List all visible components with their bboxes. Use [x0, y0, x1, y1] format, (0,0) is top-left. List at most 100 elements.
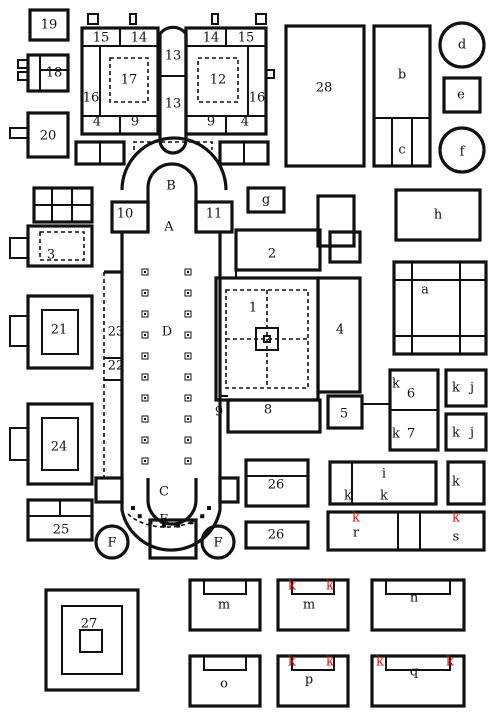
label-n: n — [410, 591, 419, 606]
label-A: A — [163, 220, 174, 235]
label-B: B — [166, 179, 176, 194]
building-f — [438, 126, 486, 174]
label-k-7: k — [392, 427, 400, 442]
building-j-bottom — [444, 412, 488, 452]
building-27 — [44, 588, 140, 692]
label-15-right: 15 — [238, 31, 255, 46]
atrium-arc — [120, 136, 228, 191]
nave-column-core — [144, 376, 146, 378]
church-nave — [103, 232, 222, 552]
label-12: 12 — [210, 73, 227, 88]
label-k-p2: k — [326, 655, 334, 670]
label-c: c — [398, 143, 405, 158]
nave-column-core — [144, 397, 146, 399]
label-q: q — [410, 665, 418, 680]
label-21: 21 — [51, 323, 68, 338]
label-h: h — [434, 208, 443, 223]
building-10 — [110, 200, 150, 234]
building-h — [394, 188, 482, 242]
building-g — [246, 186, 286, 214]
label-27: 27 — [81, 617, 98, 632]
label-m-left: m — [218, 598, 230, 613]
label-k-6: k — [392, 377, 400, 392]
label-f: f — [460, 145, 466, 160]
label-14-right: 14 — [203, 31, 220, 46]
nave-column-core — [187, 313, 189, 315]
building-d — [438, 21, 486, 69]
nave-column-core — [187, 376, 189, 378]
label-k-i1: k — [344, 489, 352, 504]
label-r: r — [353, 526, 360, 541]
label-1: 1 — [249, 301, 257, 316]
nave-column-core — [187, 397, 189, 399]
label-16-left: 16 — [83, 91, 100, 106]
building-8 — [226, 398, 322, 434]
label-j-1: j — [468, 381, 474, 396]
cloister-wing-left — [80, 13, 160, 136]
building-n — [370, 578, 466, 632]
label-14-left: 14 — [131, 31, 148, 46]
tower-f-left — [94, 524, 130, 560]
label-F-left: F — [107, 536, 116, 551]
apse-b — [146, 162, 198, 232]
nave-columns — [130, 268, 212, 528]
building-m-left — [188, 578, 262, 632]
nave-column-core — [144, 439, 146, 441]
label-19: 19 — [41, 18, 58, 33]
chapel-13 — [158, 25, 188, 155]
label-10: 10 — [117, 207, 134, 222]
label-m-right: m — [303, 598, 315, 613]
label-k-m2: k — [326, 579, 334, 594]
label-25: 25 — [53, 523, 70, 538]
label-28: 28 — [316, 81, 333, 96]
label-9: 9 — [215, 405, 223, 420]
nave-column-core — [187, 460, 189, 462]
building-q — [370, 654, 466, 708]
nave-column-core — [144, 418, 146, 420]
label-4: 4 — [336, 323, 344, 338]
apse-column — [161, 523, 166, 528]
nave-column-core — [144, 292, 146, 294]
label-D: D — [162, 325, 172, 340]
label-17: 17 — [121, 73, 138, 88]
building-e-entrance — [148, 518, 198, 560]
nave-column-core — [187, 418, 189, 420]
building-26-top — [244, 458, 310, 508]
label-k-right: k — [452, 475, 460, 490]
nave-column-core — [187, 292, 189, 294]
label-24: 24 — [51, 440, 68, 455]
building-a — [392, 260, 488, 356]
building-4 — [316, 276, 362, 394]
label-o: o — [220, 677, 228, 692]
apse-column — [130, 506, 135, 511]
building-k-right — [446, 460, 486, 506]
label-d: d — [458, 38, 466, 53]
label-k-j1: k — [452, 381, 460, 396]
label-a: a — [421, 283, 429, 298]
label-e: e — [457, 88, 465, 103]
nave-column-core — [144, 271, 146, 273]
label-k-q2: k — [446, 655, 454, 670]
building-b — [372, 24, 432, 168]
label-k-i2: k — [380, 489, 388, 504]
label-7: 7 — [407, 427, 415, 442]
nave-column-core — [187, 439, 189, 441]
building-5 — [326, 394, 364, 430]
label-4-right: 4 — [241, 115, 249, 130]
label-b: b — [398, 68, 406, 83]
label-15-left: 15 — [93, 31, 110, 46]
building-11 — [194, 200, 234, 234]
label-s: s — [453, 530, 460, 545]
label-k-j2: k — [452, 426, 460, 441]
label-3: 3 — [47, 248, 55, 263]
nave-column-core — [144, 460, 146, 462]
label-k-m1: k — [288, 579, 296, 594]
building-26-bottom — [244, 520, 310, 550]
nave-column-core — [187, 271, 189, 273]
cloister-wing-right — [184, 13, 275, 136]
building-p — [276, 654, 350, 708]
label-i: i — [382, 467, 386, 482]
label-F-right: F — [213, 536, 222, 551]
label-8: 8 — [264, 403, 272, 418]
